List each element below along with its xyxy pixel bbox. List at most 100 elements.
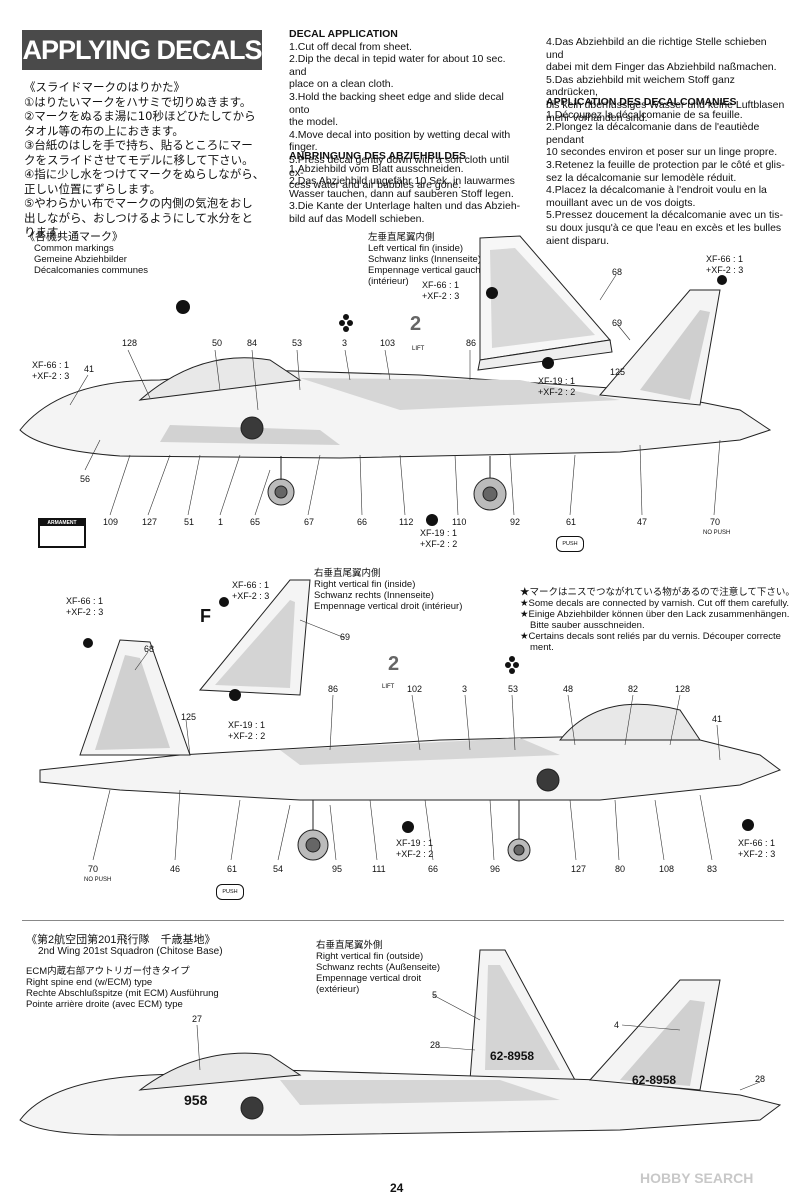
varnish-note: ★マークはニスでつながれている物があるので注意して下さい。 ★Some deca… — [520, 587, 800, 653]
callout-4: 4 — [614, 1020, 619, 1030]
serial-number-tail: 62-8958 — [632, 1073, 676, 1087]
callout-95: 95 — [332, 864, 342, 874]
callout-1: 1 — [218, 517, 223, 527]
de-line: 3.Die Kante der Unterlage halten und das… — [289, 200, 521, 213]
en-line: 1.Cut off decal from sheet. — [289, 40, 412, 53]
callout-48: 48 — [563, 684, 573, 694]
color-callout-xf66-mid3: XF-66 : 1 +XF-2 : 3 — [738, 838, 775, 859]
callout-69: 69 — [612, 318, 622, 328]
callout-41: 41 — [712, 714, 722, 724]
caption-jp: 左垂直尾翼内側 — [368, 232, 435, 243]
left-fin-inside-detail — [477, 235, 613, 371]
armament-label: ARMAMENT — [40, 520, 84, 526]
fr-line: 2.Plongez la décalcomanie dans de l'eaut… — [546, 121, 760, 146]
no-push-label: NO PUSH — [703, 530, 731, 536]
decal-callout-markers — [176, 275, 727, 526]
caption-fr: Empennage vertical droit (intérieur) — [314, 601, 463, 612]
color-callout-xf66-mid: XF-66 : 1 +XF-2 : 3 — [232, 580, 269, 601]
callout-102: 102 — [407, 684, 422, 694]
aircraft-right-side-drawing: 68 69 86 102 3 53 48 82 128 125 41 70 46… — [39, 579, 782, 874]
color-text: +XF-2 : 3 — [422, 290, 460, 301]
en-line: 5.Press decal gently down with a soft cl… — [289, 153, 510, 179]
callout-68: 68 — [144, 644, 154, 654]
note-fr: ment. — [530, 642, 554, 653]
callout-125: 125 — [181, 712, 196, 722]
callout-51: 51 — [184, 517, 194, 527]
callout-68: 68 — [612, 267, 622, 277]
callout-27: 27 — [192, 1014, 202, 1024]
callout-86: 86 — [466, 338, 476, 348]
jp-instructions: 《スライドマークのはりかた》 ①はりたいマークをハサミで切りぬきます。 ②マーク… — [24, 80, 274, 240]
fr-heading: APPLICATION DES DECALCOMANIES — [546, 96, 737, 108]
fr-line: 1.Découpez la décalcomanie de sa feuille… — [546, 108, 743, 121]
left-fin-inside-caption: 左垂直尾翼内側 Left vertical fin (inside) Schwa… — [368, 232, 486, 287]
color-text: XF-66 : 1 — [422, 280, 460, 290]
callout-5: 5 — [432, 990, 437, 1000]
color-callout-xf19-mid2: XF-19 : 1 +XF-2 : 2 — [396, 838, 433, 859]
right-fin-outside-caption: 右垂直尾翼外側 Right vertical fin (outside) Sch… — [316, 940, 440, 995]
caption-fr: Empennage vertical gauche — [368, 265, 486, 276]
callout-46: 46 — [170, 864, 180, 874]
color-text: +XF-2 : 3 — [232, 590, 270, 601]
callout-47: 47 — [637, 517, 647, 527]
callout-86: 86 — [328, 684, 338, 694]
no-push-label-mid: NO PUSH — [84, 877, 112, 883]
f-letter-decal: F — [200, 606, 211, 626]
number-two-decal-mid: 2 — [388, 653, 399, 675]
color-text: +XF-2 : 3 — [32, 370, 70, 381]
jp-heading: 《スライドマークのはりかた》 — [24, 80, 185, 94]
callout-109: 109 — [103, 517, 118, 527]
de-line: bild auf das Modell schieben. — [289, 212, 425, 225]
de-line: 1.Abziehbild vom Blatt ausschneiden. — [289, 162, 464, 175]
caption-de: Schwanz rechts (Außenseite) — [316, 962, 441, 973]
common-en: Common markings — [34, 243, 114, 254]
callout-41: 41 — [84, 364, 94, 374]
common-jp: 《各機共通マーク》 — [24, 231, 123, 243]
jp-step: クをスライドさせてモデルに移して下さい。 — [24, 152, 254, 167]
right-fin-inside-detail — [198, 579, 311, 696]
color-text: XF-66 : 1 — [706, 254, 744, 264]
color-text: XF-19 : 1 — [396, 838, 434, 848]
fr-line: mouillant avec un de vos doigts. — [546, 196, 696, 209]
color-text: XF-19 : 1 — [420, 528, 458, 538]
note-jp: ★マークはニスでつながれている物があるので注意して下さい。 — [520, 587, 795, 598]
caption-jp: 右垂直尾翼内側 — [314, 568, 381, 579]
color-callout-xf66-mid2: XF-66 : 1 +XF-2 : 3 — [66, 596, 103, 617]
caption-en: Left vertical fin (inside) — [368, 243, 464, 254]
color-callout-xf19-gear: XF-19 : 1 +XF-2 : 2 — [420, 528, 457, 549]
squadron-jp: 《第2航空団第201飛行隊 千歳基地》 — [26, 934, 216, 946]
color-text: +XF-2 : 3 — [738, 848, 776, 859]
callout-50: 50 — [212, 338, 222, 348]
caption-jp: 右垂直尾翼外側 — [316, 940, 383, 951]
aircraft-fuselage-left — [19, 289, 772, 511]
fr-instructions: APPLICATION DES DECALCOMANIES 1.Découpez… — [546, 96, 786, 247]
fr-line: sez la décalcomanie sur lemodèle réduit. — [546, 171, 737, 184]
color-callout-xf19-mid: XF-19 : 1 +XF-2 : 2 — [228, 720, 265, 741]
common-fr: Décalcomanies communes — [34, 265, 149, 276]
jp-step: ります。 — [24, 225, 69, 239]
caption-en: Right vertical fin (inside) — [314, 579, 416, 590]
callout-127: 127 — [571, 864, 586, 874]
page-title: APPLYING DECALS — [22, 30, 263, 70]
callout-127: 127 — [142, 517, 157, 527]
fr-line: 4.Placez la décalcomanie à l'endroit vou… — [546, 184, 767, 197]
de-line: mehr vorhanden sind. — [546, 111, 648, 124]
callout-92: 92 — [510, 517, 520, 527]
color-callout-xf66-tail: XF-66 : 1 +XF-2 : 3 — [706, 254, 743, 275]
callout-80: 80 — [615, 864, 625, 874]
push-decal: PUSH — [556, 536, 584, 552]
de-line: 2.Das Abziehbild ungefähr 10 Sek. in lau… — [289, 175, 515, 188]
lift-label-mid: LIFT — [382, 684, 395, 690]
callout-numbers-bottom: 5 4 27 28 28 — [192, 990, 765, 1084]
callout-83: 83 — [707, 864, 717, 874]
callout-112: 112 — [399, 517, 413, 527]
watermark: HOBBY SEARCH — [640, 1170, 754, 1186]
common-markings-heading: 《各機共通マーク》 Common markings Gemeine Abzieh… — [24, 231, 149, 277]
serial-number-fin: 62-8958 — [490, 1049, 534, 1063]
de-line: bis kein überflüssiges Wasser und keine … — [546, 98, 785, 111]
callout-69: 69 — [340, 632, 350, 642]
callout-65: 65 — [250, 517, 260, 527]
callout-54: 54 — [273, 864, 283, 874]
jp-step: ③台紙のはしを手で持ち、貼るところにマー — [24, 138, 253, 152]
en-line: the model. — [289, 116, 339, 129]
